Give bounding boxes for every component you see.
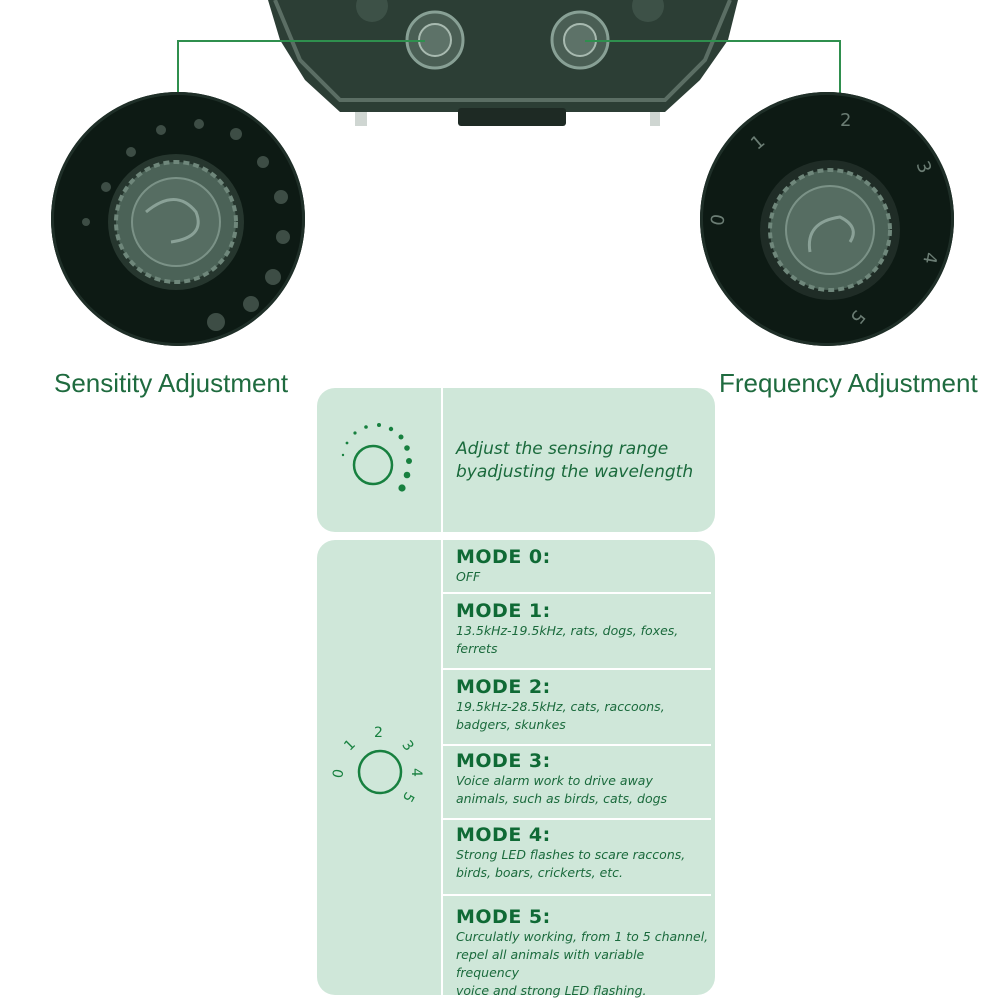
sensitivity-knob-closeup xyxy=(51,92,305,346)
mode-4-line-1: Strong LED flashes to scare raccons, xyxy=(456,847,686,862)
freq-closeup-label-0: 0 xyxy=(707,213,730,228)
mode-4: MODE 4: Strong LED flashes to scare racc… xyxy=(456,824,709,882)
mode-2-line-2: badgers, skunkes xyxy=(456,717,566,732)
mode-3: MODE 3: Voice alarm work to drive away a… xyxy=(456,750,709,808)
freq-dial-label-0: 0 xyxy=(330,768,347,780)
sensitivity-description-line-1: Adjust the sensing range xyxy=(456,439,669,459)
device-rim xyxy=(273,0,732,102)
mode-2: MODE 2: 19.5kHz-28.5kHz, cats, raccoons,… xyxy=(456,676,709,734)
connector-line-left xyxy=(177,40,425,98)
mode-5-title: MODE 5: xyxy=(456,906,551,928)
freq-closeup-label-4: 4 xyxy=(918,251,941,266)
mode-3-line-1: Voice alarm work to drive away xyxy=(456,773,653,788)
freq-dial-label-4: 4 xyxy=(408,768,424,777)
sensitivity-info-panel: Adjust the sensing range byadjusting the… xyxy=(317,388,715,532)
freq-dial-label-5: 5 xyxy=(399,789,417,805)
device-base-tab xyxy=(458,108,566,126)
sensitivity-caption: Sensitity Adjustment xyxy=(54,368,289,398)
freq-dial-label-1: 1 xyxy=(341,737,359,755)
freq-closeup-label-5: 5 xyxy=(846,306,869,328)
freq-closeup-label-3: 3 xyxy=(911,158,935,176)
mode-5-line-3: voice and strong LED flashing. xyxy=(456,983,647,998)
mode-1-title: MODE 1: xyxy=(456,600,551,622)
device-top-image xyxy=(177,0,841,126)
freq-dial-label-2: 2 xyxy=(374,725,383,741)
sensitivity-description: Adjust the sensing range byadjusting the… xyxy=(456,438,693,484)
mode-3-title: MODE 3: xyxy=(456,750,551,772)
mode-0-line-1: OFF xyxy=(456,569,481,584)
mode-4-line-2: birds, boars, crickerts, etc. xyxy=(456,865,624,880)
device-body xyxy=(268,0,738,112)
mode-5-line-1: Curculatly working, from 1 to 5 channel, xyxy=(456,929,709,944)
mode-1-line-2: ferrets xyxy=(456,641,498,656)
freq-dial-label-3: 3 xyxy=(398,738,416,754)
sensitivity-description-line-2: byadjusting the wavelength xyxy=(456,462,694,482)
mode-0: MODE 0: OFF xyxy=(456,546,709,586)
mode-1: MODE 1: 13.5kHz-19.5kHz, rats, dogs, fox… xyxy=(456,600,709,658)
frequency-modes-panel: 0 1 2 3 4 5 MODE 0: OFF MODE 1: 13.5kHz-… xyxy=(317,540,715,998)
freq-closeup-label-1: 1 xyxy=(747,131,769,154)
mode-0-title: MODE 0: xyxy=(456,546,551,568)
mode-4-title: MODE 4: xyxy=(456,824,551,846)
mode-5-line-2: repel all animals with variable frequenc… xyxy=(456,947,645,980)
freq-closeup-label-2: 2 xyxy=(840,110,851,131)
frequency-dial-icon: 0 1 2 3 4 5 xyxy=(330,725,424,805)
frequency-caption: Frequency Adjustment xyxy=(719,368,978,398)
mode-1-line-1: 13.5kHz-19.5kHz, rats, dogs, foxes, xyxy=(456,623,679,638)
connector-line-right xyxy=(585,40,841,98)
mode-3-line-2: animals, such as birds, cats, dogs xyxy=(456,791,668,806)
mode-2-line-1: 19.5kHz-28.5kHz, cats, raccoons, xyxy=(456,699,665,714)
mode-2-title: MODE 2: xyxy=(456,676,551,698)
mode-5: MODE 5: Curculatly working, from 1 to 5 … xyxy=(456,906,709,1000)
sensitivity-dial-icon xyxy=(341,423,412,492)
frequency-knob-closeup: 0 1 2 3 4 5 xyxy=(700,92,954,346)
